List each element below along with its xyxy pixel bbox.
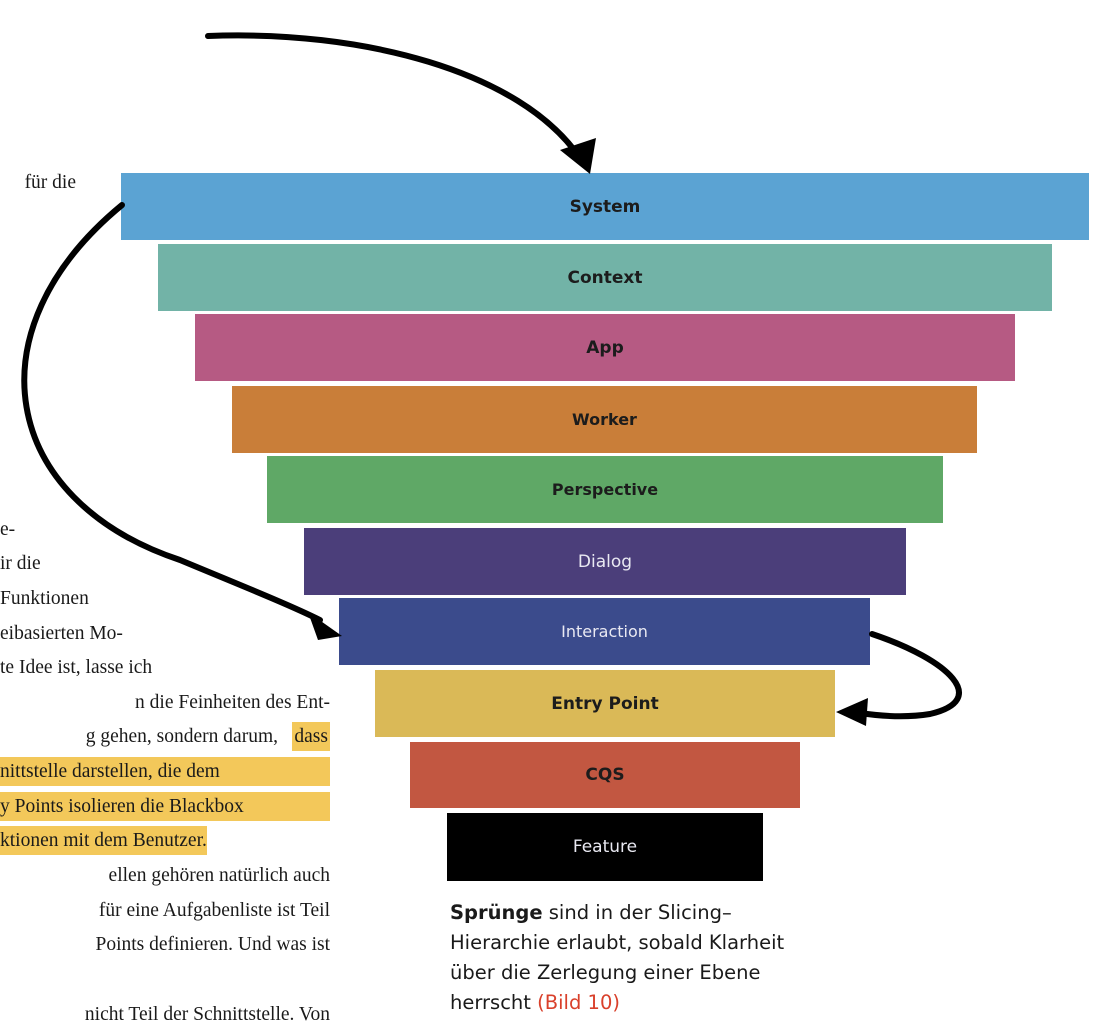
highlighted-text: nittstelle darstellen, die dem [0, 757, 330, 786]
arrow-interaction-to-entry-point [857, 631, 962, 720]
body-text-line: Funktionen [0, 588, 89, 609]
body-text-line: ir die [0, 553, 41, 574]
highlighted-text: dass [292, 722, 330, 751]
arrowhead-entry-point [836, 698, 868, 726]
caption-figure-ref: (Bild 10) [537, 991, 620, 1014]
layer-dialog: Dialog [304, 528, 906, 595]
layer-label: Feature [572, 837, 638, 857]
body-text-line: n die Feinheiten des Ent- [135, 692, 330, 713]
caption-bold: Sprünge [450, 901, 543, 924]
layer-app: App [195, 314, 1015, 381]
layer-perspective: Perspective [267, 456, 943, 523]
highlighted-text: y Points isolieren die Blackbox [0, 792, 330, 821]
arrowhead-interaction [308, 612, 342, 640]
layer-context: Context [158, 244, 1052, 311]
layer-label: Dialog [577, 551, 633, 572]
caption-text: sind in der Slicing–Hierarchie erlaubt, … [450, 901, 785, 1014]
body-text-line: g gehen, sondern darum, [85, 726, 278, 747]
body-text-line: te Idee ist, lasse ich [0, 657, 153, 678]
arrowhead-system [560, 138, 596, 174]
layer-system: System [121, 173, 1089, 240]
layer-label: Interaction [561, 622, 648, 641]
layer-label: App [586, 337, 624, 358]
layer-label: Entry Point [551, 693, 659, 714]
figure-caption: Sprünge sind in der Slicing–Hierarchie e… [450, 898, 810, 1018]
body-text-line: ellen gehören natürlich auch [108, 865, 330, 886]
body-text-line: für eine Aufgabenliste ist Teil [98, 900, 330, 921]
highlighted-text: ktionen mit dem Benutzer. [0, 826, 207, 855]
layer-label: CQS [585, 765, 625, 785]
arrow-into-system [205, 32, 583, 161]
body-text-line: eibasierten Mo- [0, 623, 123, 644]
layer-label: Worker [572, 410, 637, 429]
layer-entry-point: Entry Point [375, 670, 835, 737]
body-text-line: für die [24, 172, 76, 193]
layer-feature: Feature [447, 813, 763, 881]
layer-label: Context [567, 267, 643, 288]
body-text-line: nicht Teil der Schnittstelle. Von [84, 1004, 330, 1025]
layer-label: System [569, 196, 641, 217]
body-text-line: Points definieren. Und was ist [95, 934, 330, 955]
layer-label: Perspective [551, 480, 659, 499]
layer-cqs: CQS [410, 742, 800, 808]
layer-worker: Worker [232, 386, 977, 453]
body-text-line: e- [0, 519, 16, 540]
layer-interaction: Interaction [339, 598, 870, 665]
